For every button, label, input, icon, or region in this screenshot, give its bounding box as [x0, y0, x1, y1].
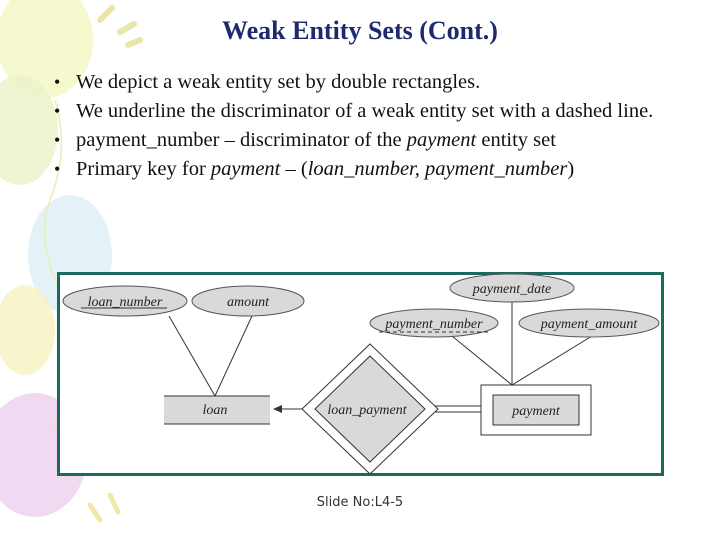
bullet-text: – ( — [280, 158, 308, 180]
er-diagram: loan_number amount payment_date payment_… — [57, 272, 664, 476]
slide-title: Weak Entity Sets (Cont.) — [222, 16, 498, 45]
bullet-list: We depict a weak entity set by double re… — [52, 68, 672, 184]
entity-loan-label: loan — [203, 403, 228, 418]
attribute-payment-date — [449, 273, 575, 303]
bullet-emphasis: payment — [210, 158, 281, 180]
attribute-payment-number-label: payment_number — [384, 317, 483, 332]
bullet-text: ) — [567, 158, 575, 180]
weak-entity-payment-label: payment — [511, 404, 561, 419]
bullet-emphasis: loan_number, payment_number — [307, 158, 568, 180]
bullet-item: We depict a weak entity set by double re… — [52, 68, 672, 97]
attribute-payment-date-label: payment_date — [472, 282, 552, 297]
attribute-payment-number — [369, 308, 499, 338]
attribute-payment-amount-label: payment_amount — [540, 317, 639, 332]
relationship-loan-payment — [314, 355, 426, 463]
line-payment-number-payment — [451, 335, 513, 386]
weak-entity-payment — [492, 394, 580, 426]
line-loan-number-loan — [168, 315, 216, 397]
bullet-item: payment_number – discriminator of the pa… — [52, 126, 672, 155]
attribute-loan-number-label: loan_number — [88, 295, 163, 310]
attribute-payment-amount — [518, 308, 660, 338]
bullet-text: entity set — [476, 129, 556, 151]
bullet-text: payment_number – discriminator of the — [76, 129, 407, 151]
arrow-head-icon — [273, 405, 282, 413]
line-amount-loan — [214, 315, 253, 397]
attribute-amount-label: amount — [227, 295, 270, 310]
slide-number: Slide No:L4-5 — [316, 495, 404, 510]
relationship-loan-payment-label: loan_payment — [327, 403, 407, 418]
line-payment-amount-payment — [511, 335, 593, 386]
bullet-text: Primary key for — [76, 158, 211, 180]
bullet-item: We underline the discriminator of a weak… — [52, 97, 672, 126]
attribute-amount — [191, 285, 305, 317]
bullet-text: We depict a weak entity set by double re… — [76, 71, 481, 93]
bullet-item: Primary key for payment – (loan_number, … — [52, 155, 672, 184]
entity-loan — [164, 396, 270, 424]
bullet-text: We underline the discriminator of a weak… — [76, 100, 654, 122]
bullet-emphasis: payment — [406, 129, 477, 151]
